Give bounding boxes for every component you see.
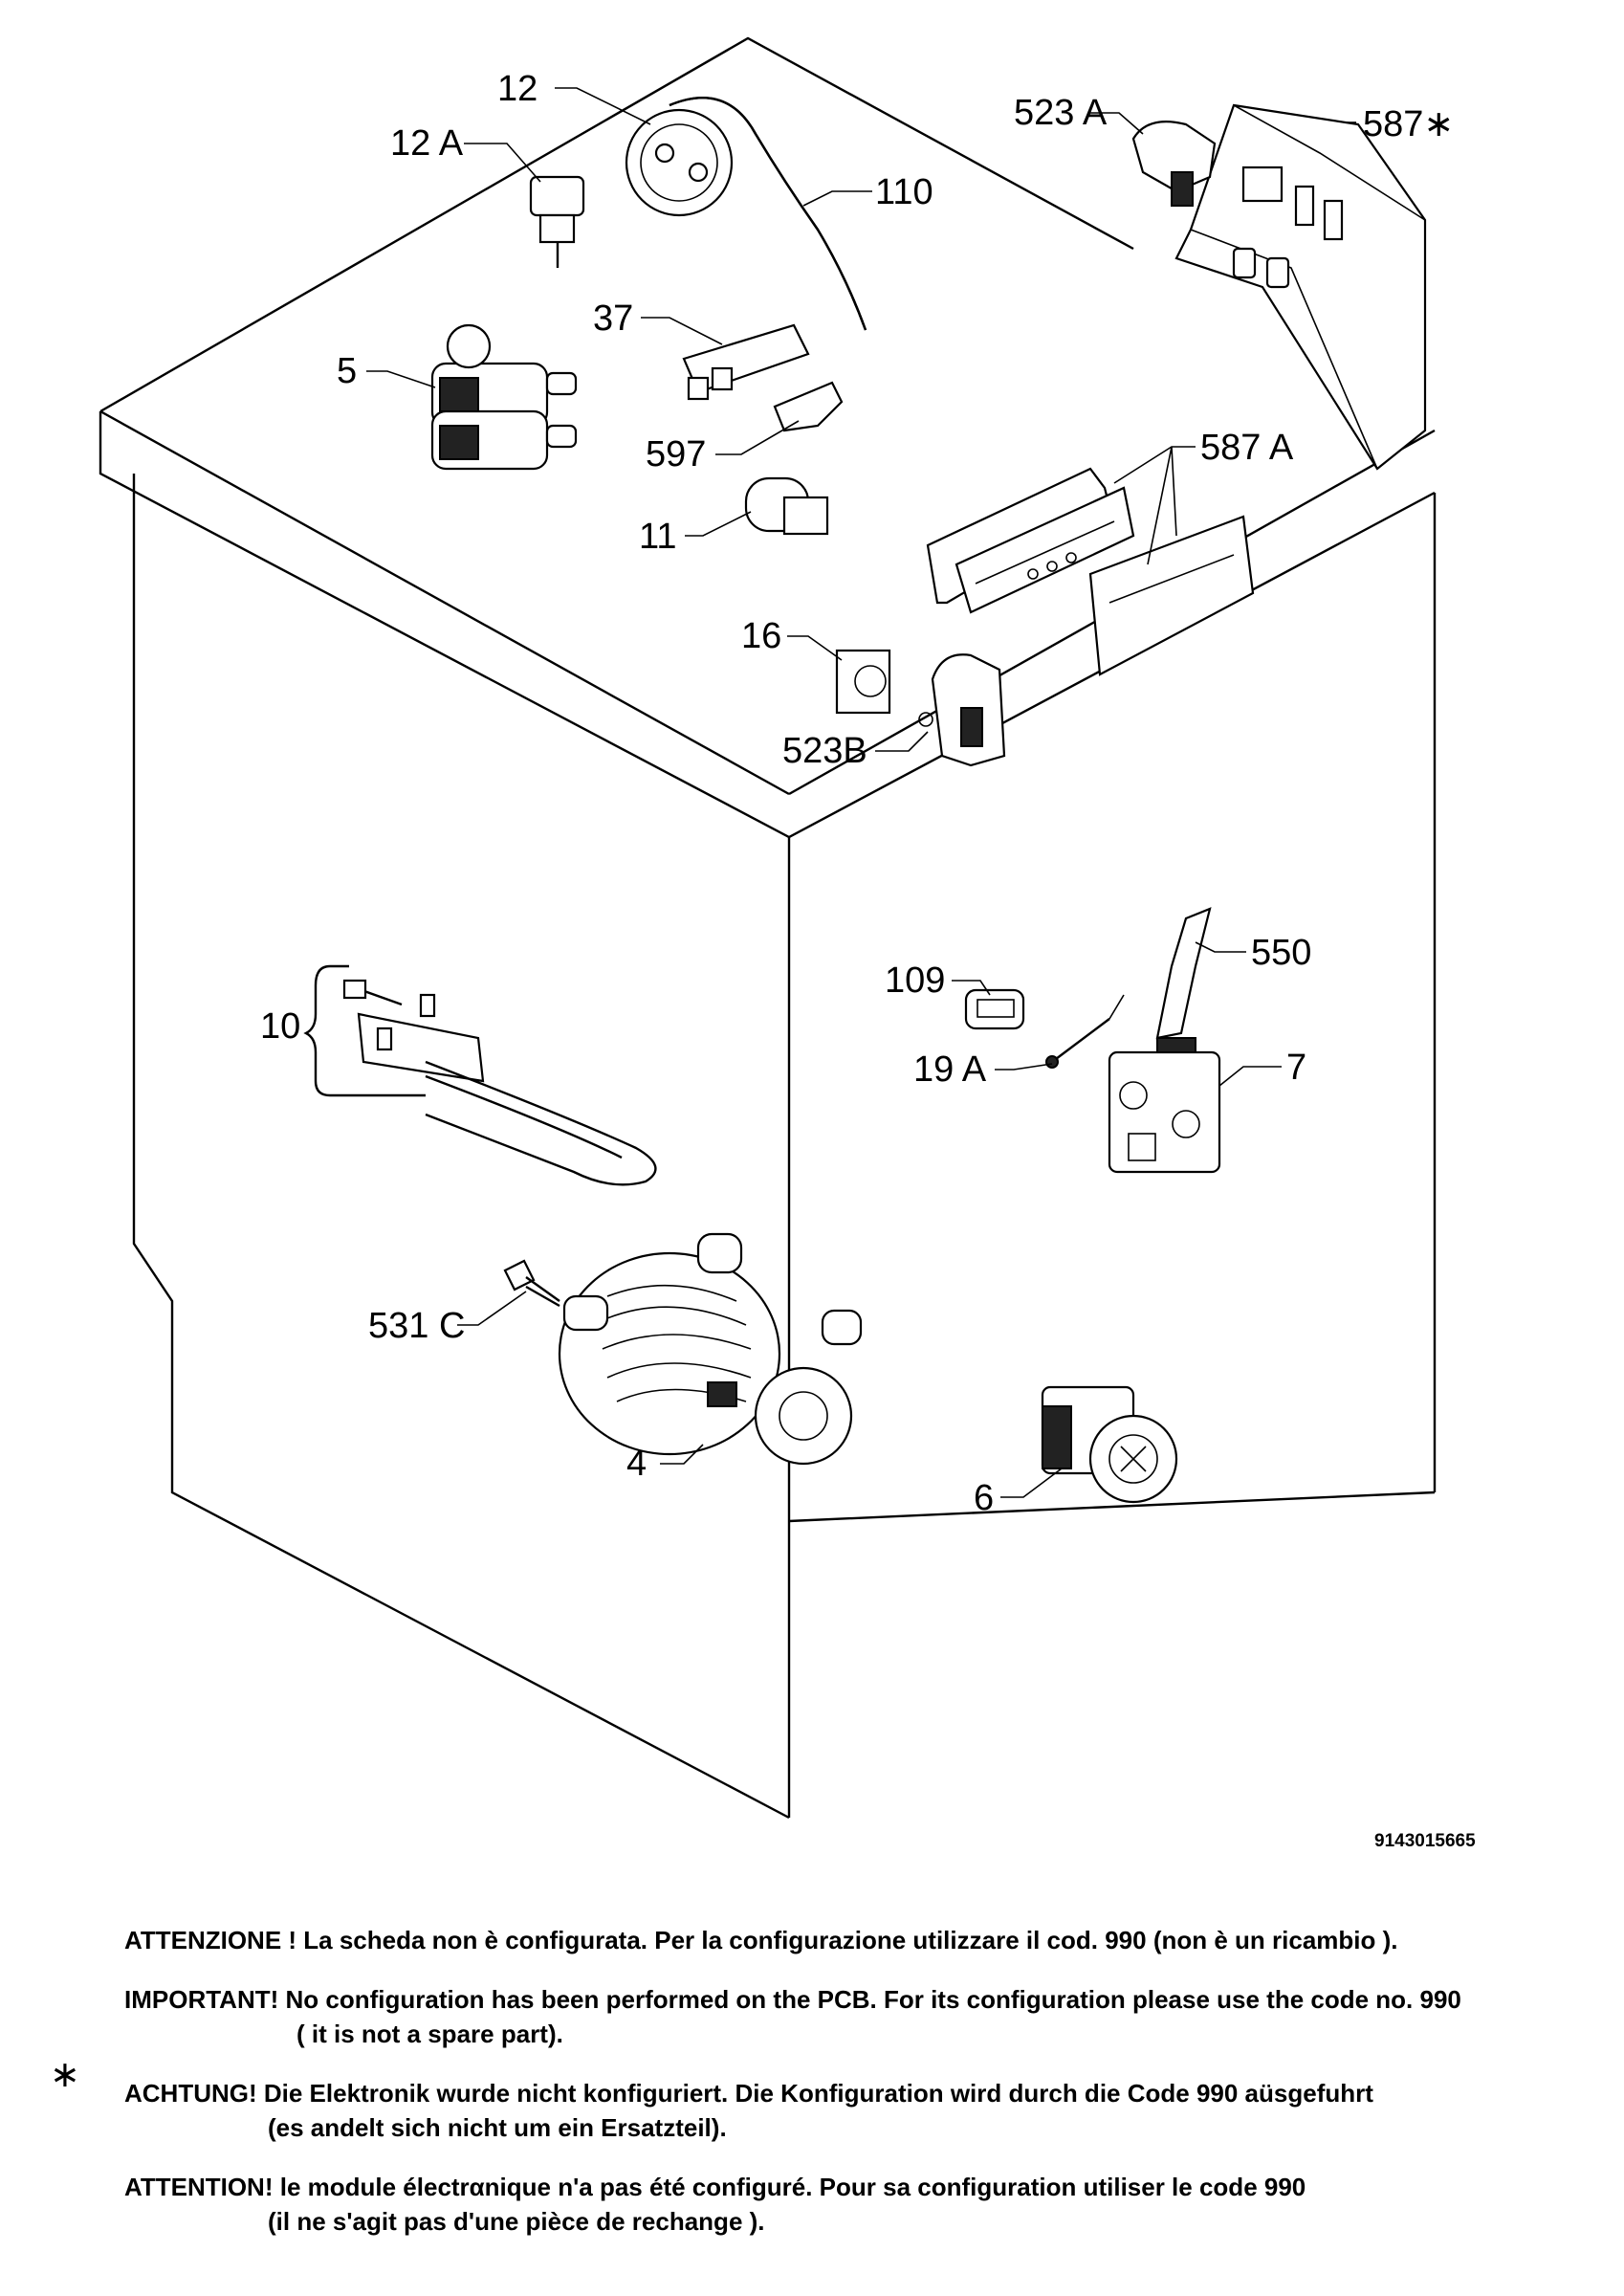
callout-10: 10 (260, 1006, 300, 1047)
part-109 (964, 988, 1025, 1030)
part-screw (503, 1259, 560, 1308)
part-capacitor (744, 476, 829, 536)
drawing-number: 9143015665 (1374, 1831, 1476, 1851)
callout-7: 7 (1286, 1048, 1306, 1088)
note-english: IMPORTANT! No configuration has been per… (124, 1982, 1607, 2051)
cabinet-outline (99, 36, 1437, 1820)
notes-section: ATTENZIONE ! La scheda non è configurata… (124, 1923, 1607, 2263)
part-heating-element (303, 964, 657, 1186)
callout-109: 109 (885, 960, 945, 1001)
callout-19a: 19 A (913, 1049, 987, 1090)
part-clip (773, 381, 844, 432)
note-english-line2: ( it is not a spare part). (296, 2020, 563, 2048)
part-pressure-switch-small (529, 175, 585, 268)
callout-523a: 523 A (1014, 93, 1108, 133)
callout-5: 5 (337, 351, 357, 391)
callout-6: 6 (974, 1478, 994, 1518)
callout-550: 550 (1251, 933, 1311, 973)
callout-597: 597 (646, 434, 706, 475)
part-pressure-switch (625, 97, 867, 331)
callout-37: 37 (593, 298, 633, 339)
note-french: ATTENTION! le module électrαnique n'a pa… (124, 2170, 1607, 2239)
note-italian-text: ATTENZIONE ! La scheda non è configurata… (124, 1926, 1398, 1954)
callout-523b: 523B (782, 731, 867, 771)
note-german: ACHTUNG! Die Elektronik wurde nicht konf… (124, 2076, 1607, 2145)
exploded-parts-diagram: 12 12 A 110 523 A 587∗ 37 5 597 587 A 11… (99, 36, 1476, 1851)
leader-lines (366, 87, 1356, 1498)
part-drain-pump (558, 1232, 863, 1466)
callout-110: 110 (875, 172, 933, 212)
callout-12: 12 (497, 69, 538, 109)
note-french-line1: ATTENTION! le module électrαnique n'a pa… (124, 2173, 1306, 2201)
note-english-line1: IMPORTANT! No configuration has been per… (124, 1985, 1461, 2014)
callout-4: 4 (626, 1444, 647, 1484)
part-door-lock (1108, 907, 1221, 1174)
note-french-line2: (il ne s'agit pas d'une pièce de rechang… (268, 2207, 765, 2236)
part-main-electronic-module (1174, 103, 1427, 471)
asterisk-marker: ∗ (50, 2053, 80, 2095)
callout-587a: 587 A (1200, 428, 1294, 468)
part-sensor-19a (1045, 994, 1125, 1069)
part-switch-16 (835, 649, 891, 715)
note-german-line1: ACHTUNG! Die Elektronik wurde nicht konf… (124, 2079, 1373, 2108)
callout-11: 11 (639, 517, 676, 557)
part-knob-523b (918, 653, 1006, 767)
callout-12a: 12 A (390, 123, 464, 164)
note-italian: ATTENZIONE ! La scheda non è configurata… (124, 1923, 1607, 1957)
part-pcb-panels (926, 467, 1255, 676)
part-inlet-valve (430, 323, 578, 471)
part-terminal-block (682, 323, 810, 401)
callout-labels: 12 12 A 110 523 A 587∗ 37 5 597 587 A 11… (260, 69, 1454, 1518)
note-german-line2: (es andelt sich nicht um ein Ersatzteil)… (268, 2113, 727, 2142)
callout-587-star: 587∗ (1363, 104, 1454, 144)
part-6 (1041, 1385, 1178, 1504)
callout-16: 16 (741, 616, 781, 656)
callout-531c: 531 C (368, 1306, 465, 1346)
